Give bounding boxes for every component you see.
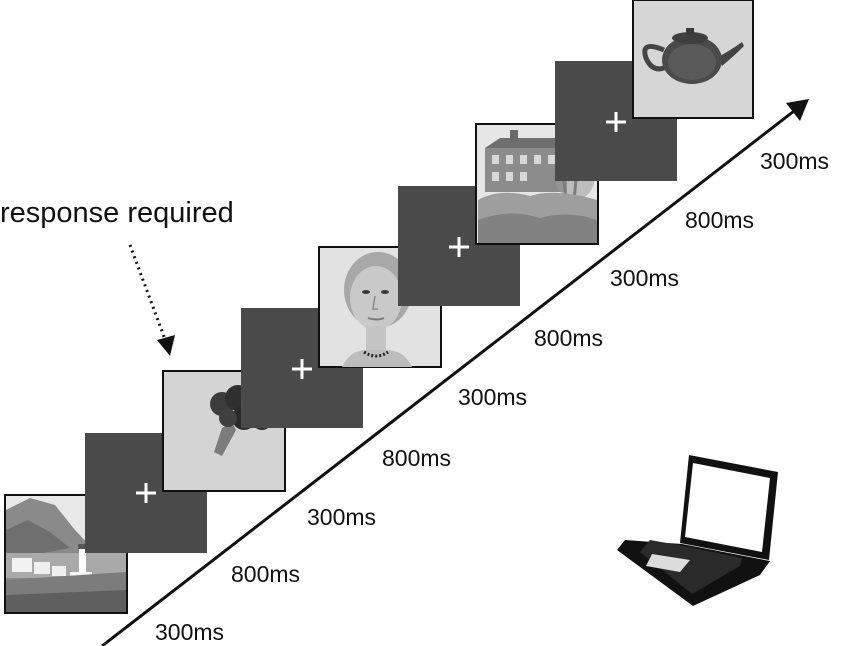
frame-teapot	[632, 0, 754, 119]
duration-label: 300ms	[760, 148, 829, 174]
timeline-arrowhead-icon	[786, 99, 809, 121]
duration-label: 300ms	[458, 384, 527, 410]
laptop-icon	[459, 455, 778, 606]
duration-label: 800ms	[534, 325, 603, 351]
duration-label: 800ms	[685, 207, 754, 233]
duration-label: 800ms	[382, 445, 451, 471]
duration-label: 800ms	[231, 561, 300, 587]
dotted-arrow-icon	[128, 244, 168, 343]
duration-label: 300ms	[610, 265, 679, 291]
duration-label: 300ms	[307, 504, 376, 530]
response-label: response required	[0, 197, 234, 229]
dotted-arrowhead-icon	[157, 335, 175, 356]
frame-lighthouse	[4, 494, 128, 614]
timeline-arrow-icon	[101, 99, 808, 646]
duration-label: 300ms	[155, 619, 224, 645]
